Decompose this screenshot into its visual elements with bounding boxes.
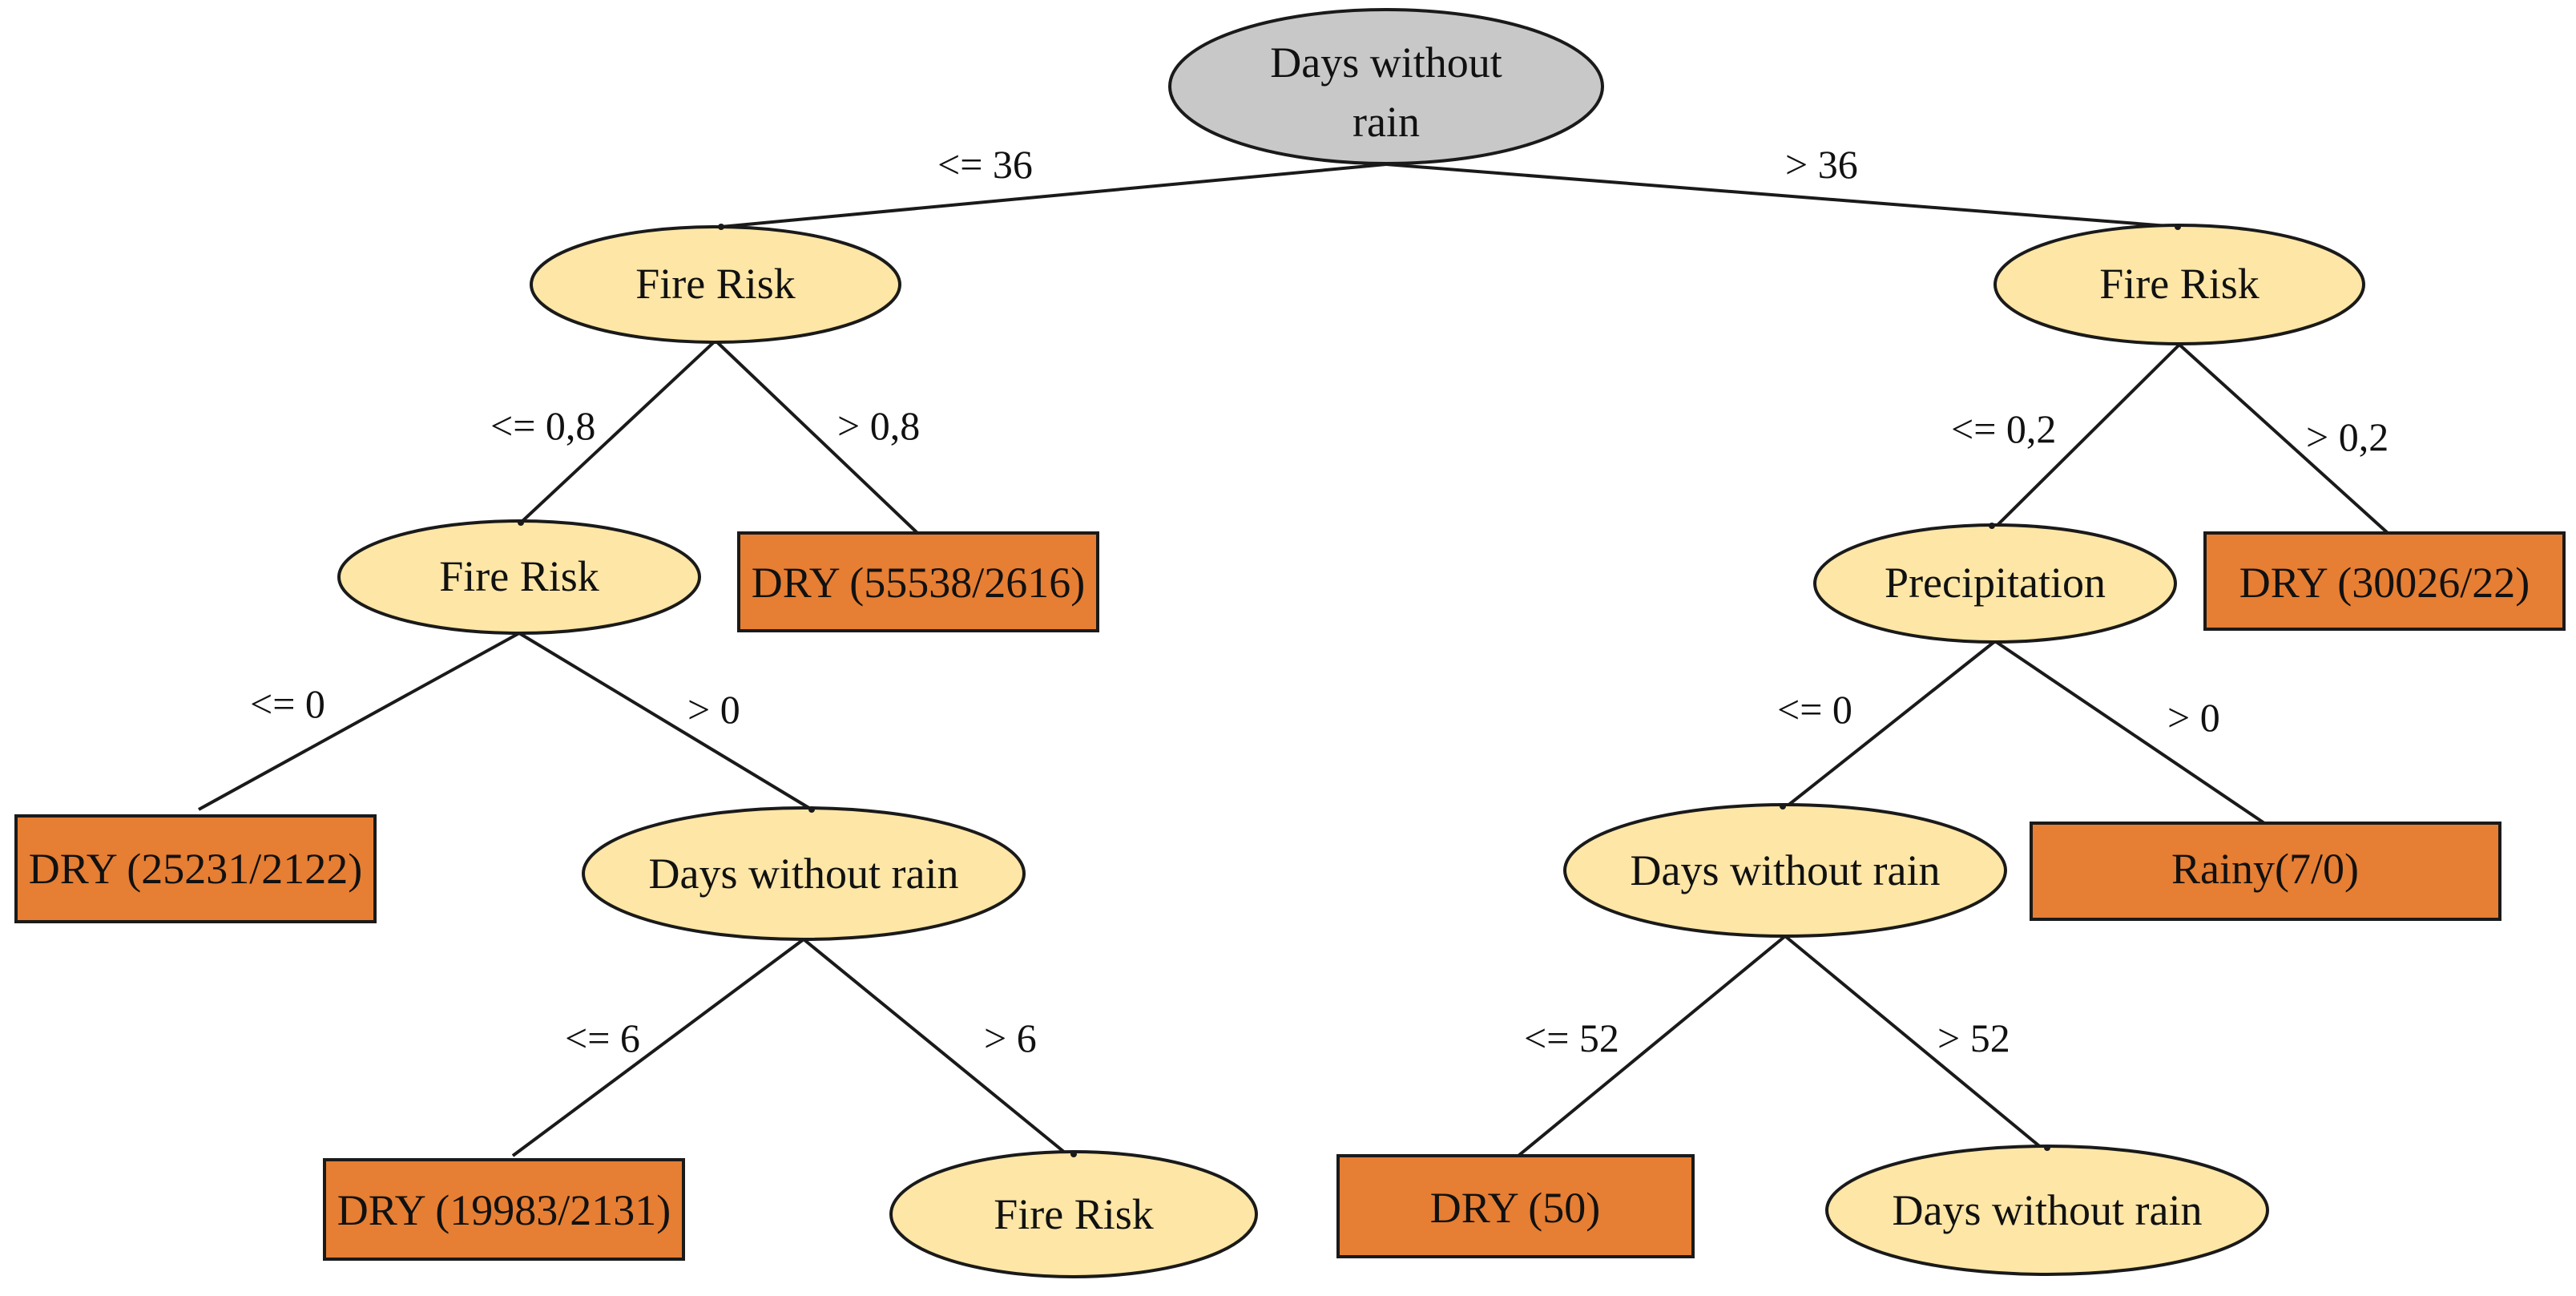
edge-label-days-left-right: > 6 [984,1015,1037,1060]
node-days-left-label: Days without rain [649,850,959,898]
leaf-dry-50: DRY (50) [1336,1154,1695,1258]
leaf-dry-25231: DRY (25231/2122) [14,814,377,923]
arrowhead [2044,1145,2050,1151]
leaf-dry-55538-box [737,531,1099,632]
edge-label-precip-left: <= 0 [1777,687,1852,732]
edge-fire-left-right [714,339,919,535]
node-precipitation: Precipitation [1813,523,2177,644]
node-days-left-ellipse [582,806,1026,941]
leaf-dry-19983-box [323,1158,685,1261]
edge-label-fire-left2-right: > 0 [687,687,740,732]
arrowhead [718,224,724,230]
node-fire-risk-left-label: Fire Risk [635,260,796,308]
tree-edges [198,163,2389,1161]
node-fire-risk-left2: Fire Risk [337,519,701,635]
node-fire-risk-right-label: Fire Risk [2099,260,2260,308]
edge-label-days-right-right: > 52 [1937,1015,2010,1060]
edge-label-precip-right: > 0 [2167,695,2220,740]
node-days-bottom-label: Days without rain [1893,1186,2203,1234]
leaf-dry-50-box [1336,1154,1695,1258]
root-label-line1: Days without [1270,38,1502,87]
leaf-dry-30026: DRY (30026/22) [2203,531,2566,631]
edge-days-right-right [1784,935,2049,1154]
node-fire-risk-bottom: Fire Risk [889,1150,1258,1278]
edge-root-right [1385,163,2179,228]
arrowhead [518,519,524,526]
node-days-without-rain-left: Days without rain [582,806,1026,941]
leaf-dry-25231-label: DRY (25231/2122) [29,845,363,893]
edge-fire-right-left [1990,343,2181,532]
edge-label-fire-left-left: <= 0,8 [490,403,595,448]
edge-labels: <= 36 > 36 <= 0,8 > 0,8 <= 0,2 > 0,2 <= … [250,142,2389,1060]
leaf-dry-30026-label: DRY (30026/22) [2239,559,2530,607]
node-fire-risk-left2-label: Fire Risk [439,552,599,600]
leaf-dry-25231-box [14,814,377,923]
node-fire-risk-left-ellipse [530,225,901,344]
edge-label-fire-right-right: > 0,2 [2306,414,2389,459]
edge-label-fire-left2-left: <= 0 [250,681,325,726]
leaf-rainy-7: Rainy(7/0) [2030,822,2501,921]
edge-precip-left [1781,640,1997,811]
root-ellipse [1168,8,1604,165]
leaf-dry-50-label: DRY (50) [1430,1184,1601,1232]
node-precipitation-ellipse [1813,523,2177,644]
arrowhead [808,806,815,813]
edge-label-fire-right-left: <= 0,2 [1951,406,2056,451]
node-days-without-rain-bottom: Days without rain [1825,1145,2269,1276]
node-fire-risk-left: Fire Risk [530,225,901,344]
leaf-rainy-7-box [2030,822,2501,921]
leaf-dry-55538: DRY (55538/2616) [737,531,1099,632]
node-days-right-label: Days without rain [1631,846,1941,894]
node-fire-risk-bottom-label: Fire Risk [994,1190,1154,1238]
arrowhead [1989,523,1995,529]
edge-fire-left-left [519,339,717,524]
edge-label-days-right-left: <= 52 [1524,1015,1619,1060]
edge-label-root-left: <= 36 [937,142,1033,187]
node-precipitation-label: Precipitation [1885,559,2106,607]
edge-fire-left2-left [198,632,520,811]
edge-fire-right-right [2178,343,2389,535]
edge-root-left [720,163,1387,228]
edge-days-left-left [511,938,805,1157]
leaf-dry-30026-box [2203,531,2566,631]
arrowhead [1070,1151,1077,1157]
edge-label-root-right: > 36 [1785,142,1858,187]
leaf-dry-19983: DRY (19983/2131) [323,1158,685,1261]
edge-precip-right [1993,640,2266,825]
leaf-dry-55538-label: DRY (55538/2616) [752,559,1086,607]
edge-fire-left2-right [518,632,813,811]
arrowhead [2175,224,2181,230]
edge-label-fire-left-right: > 0,8 [837,403,920,448]
node-days-without-rain-right: Days without rain [1563,803,2007,938]
node-fire-risk-right: Fire Risk [1993,224,2365,345]
leaf-dry-19983-label: DRY (19983/2131) [337,1186,671,1234]
root-label-line2: rain [1353,98,1420,146]
edge-days-right-left [1517,935,1787,1157]
root-node: Days without rain [1168,8,1604,165]
leaf-rainy-7-label: Rainy(7/0) [2171,845,2359,893]
arrowhead [1780,803,1786,809]
edge-label-days-left-left: <= 6 [565,1015,640,1060]
edge-arrowheads [518,224,2181,1157]
edge-days-left-right [802,938,1075,1161]
